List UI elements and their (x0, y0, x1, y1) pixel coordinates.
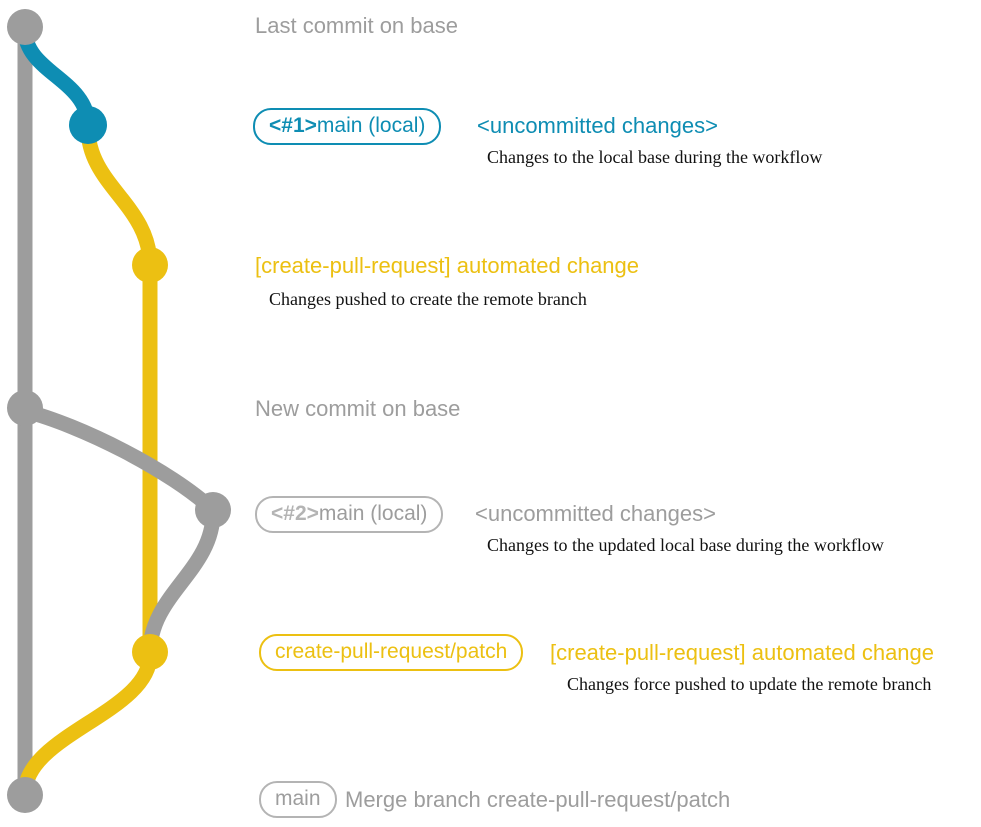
commit-node-local-uncommitted-1[interactable] (69, 106, 107, 144)
commit-node-new-commit-on-base[interactable] (7, 390, 43, 426)
commit-node-last-commit-on-base[interactable] (7, 9, 43, 45)
ref-pill-main[interactable]: main (259, 781, 337, 818)
description-updated-local-base-changes: Changes to the updated local base during… (487, 535, 884, 555)
label-uncommitted-changes-2: <uncommitted changes> (475, 501, 716, 526)
commit-node-automated-change-1[interactable] (132, 247, 168, 283)
label-automated-change-2: [create-pull-request] automated change (550, 640, 935, 665)
label-uncommitted-changes-1: <uncommitted changes> (477, 113, 718, 138)
label-automated-change-1: [create-pull-request] automated change (255, 253, 640, 278)
commit-node-automated-change-2[interactable] (132, 634, 168, 670)
label-last-commit-on-base: Last commit on base (255, 13, 458, 38)
commit-node-merge-commit-main[interactable] (7, 777, 43, 813)
branch-yellow-merge-to-base (17, 647, 158, 801)
ref-pill-create-pull-request-patch[interactable]: create-pull-request/patch (259, 634, 524, 671)
ref-pill-name-2: main (local) (318, 502, 428, 525)
description-changes-force-pushed: Changes force pushed to update the remot… (567, 674, 932, 694)
ref-pill-name-1: main (local) (316, 114, 426, 137)
ref-pill-name-main: main (275, 787, 321, 810)
ref-pill-name-patch: create-pull-request/patch (275, 640, 508, 663)
ref-pill-index-1: <#1> (269, 114, 317, 137)
label-merge-branch: Merge branch create-pull-request/patch (345, 787, 731, 812)
branch-gray-to-updated-local (17, 403, 221, 518)
branch-gray-to-automated-change (142, 505, 221, 660)
commit-node-local-uncommitted-2[interactable] (195, 492, 231, 528)
ref-pill-main-local-2[interactable]: <#2> main (local) (255, 496, 444, 533)
ref-pill-main-local-1[interactable]: <#1> main (local) (253, 108, 442, 145)
description-local-base-changes: Changes to the local base during the wor… (487, 147, 823, 167)
ref-pill-index-2: <#2> (271, 502, 319, 525)
label-new-commit-on-base: New commit on base (255, 396, 461, 421)
description-changes-pushed: Changes pushed to create the remote bran… (269, 289, 587, 309)
branch-yellow-from-local (80, 120, 158, 273)
